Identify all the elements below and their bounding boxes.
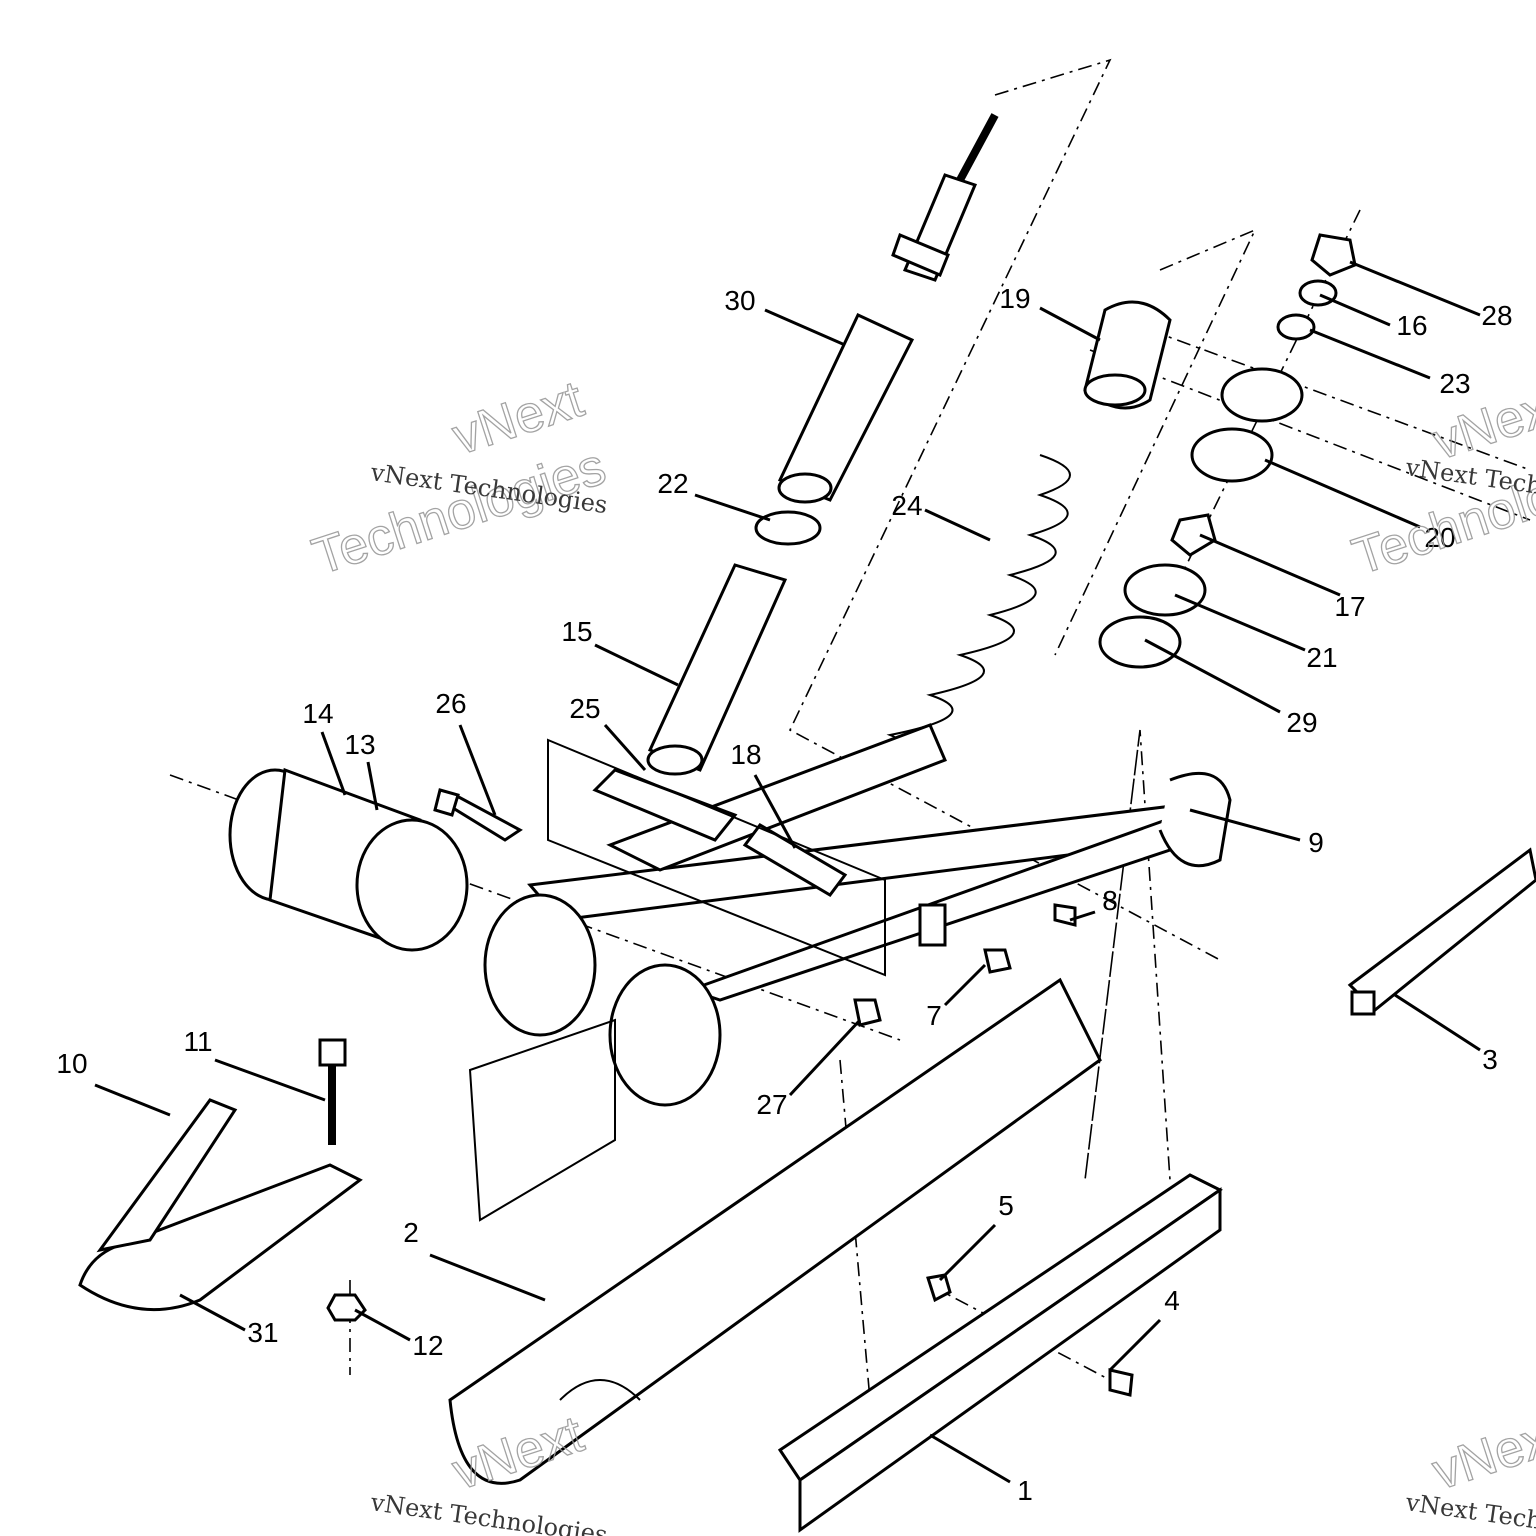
leader-line-27 [788,1018,862,1097]
bar-3 [1347,847,1536,1013]
leader-line-10 [94,1083,171,1117]
leader-line-4 [1108,1318,1162,1372]
callout-13: 13 [344,729,375,760]
guide-plate-upper [547,738,886,977]
callout-3: 3 [1482,1044,1498,1075]
callout-9: 9 [1308,827,1324,858]
leader-line-21 [1174,593,1306,652]
leader-line-19 [1039,306,1101,342]
shock-absorber [777,113,999,504]
leader-line-28 [1349,260,1481,317]
leader-line-17 [1199,533,1341,597]
leader-line-18 [753,774,797,849]
slide-rail [448,977,1102,1485]
washer-22 [754,510,822,546]
callout-7: 7 [926,1000,942,1031]
rear-arm-frame [483,723,1232,1107]
callout-25: 25 [569,693,600,724]
guide-plate [468,1018,616,1222]
callout-15: 15 [561,616,592,647]
leader-line-15 [594,643,679,687]
leader-line-11 [214,1058,326,1102]
leader-line-26 [458,724,497,816]
callout-14: 14 [302,698,333,729]
callout-23: 23 [1439,368,1470,399]
leader-line-5 [938,1223,997,1282]
callout-12: 12 [412,1330,443,1361]
callout-31: 31 [247,1317,278,1348]
svg-text:vNext: vNext [1426,1405,1536,1501]
svg-text:vNext Technologies: vNext Technologies [1403,1488,1536,1536]
spacer-18 [742,823,848,897]
callout-27: 27 [756,1089,787,1120]
callout-2: 2 [403,1217,419,1248]
callout-10: 10 [56,1048,87,1079]
bump-stop [1083,300,1172,410]
leader-line-3 [1394,993,1481,1052]
rail-1 [777,1173,1223,1533]
leader-line-31 [179,1293,246,1332]
hardware-stack [1098,233,1357,669]
callout-17: 17 [1334,591,1365,622]
fasteners [318,788,1134,1397]
leader-line-23 [1309,328,1431,380]
callout-22: 22 [657,468,688,499]
leader-line-20 [1264,458,1421,529]
callout-30: 30 [724,285,755,316]
callout-leaders [94,260,1481,1484]
bracket-10 [78,1098,363,1312]
bar-3-end [1350,990,1376,1016]
callout-28: 28 [1481,300,1512,331]
callout-18: 18 [730,739,761,770]
leader-line-22 [694,493,771,522]
callout-1: 1 [1017,1475,1033,1506]
leader-line-9 [1189,808,1301,842]
leader-line-7 [943,963,987,1007]
leader-line-2 [429,1253,546,1302]
callout-29: 29 [1286,707,1317,738]
callout-16: 16 [1396,310,1427,341]
leader-line-24 [924,508,991,542]
shock-body-15 [646,563,788,776]
callout-8: 8 [1102,885,1118,916]
leader-line-1 [929,1433,1011,1484]
pin-25 [592,768,738,842]
callout-5: 5 [998,1190,1014,1221]
leader-line-8 [1069,910,1096,922]
leader-line-13 [366,761,379,811]
callout-24: 24 [891,490,922,521]
leader-line-29 [1144,638,1281,714]
callout-19: 19 [999,283,1030,314]
leader-line-12 [354,1308,411,1342]
svg-text:vNext Technologies: vNext Technologies [368,1488,609,1536]
leader-line-14 [320,731,347,796]
callout-26: 26 [435,688,466,719]
callout-4: 4 [1164,1285,1180,1316]
callout-21: 21 [1306,642,1337,673]
callout-11: 11 [183,1026,212,1057]
axle-tube [228,767,523,952]
callout-20: 20 [1424,522,1455,553]
coil-spring [849,454,1071,776]
leader-line-30 [764,308,846,347]
leader-line-25 [603,724,647,771]
leader-line-16 [1319,293,1391,327]
